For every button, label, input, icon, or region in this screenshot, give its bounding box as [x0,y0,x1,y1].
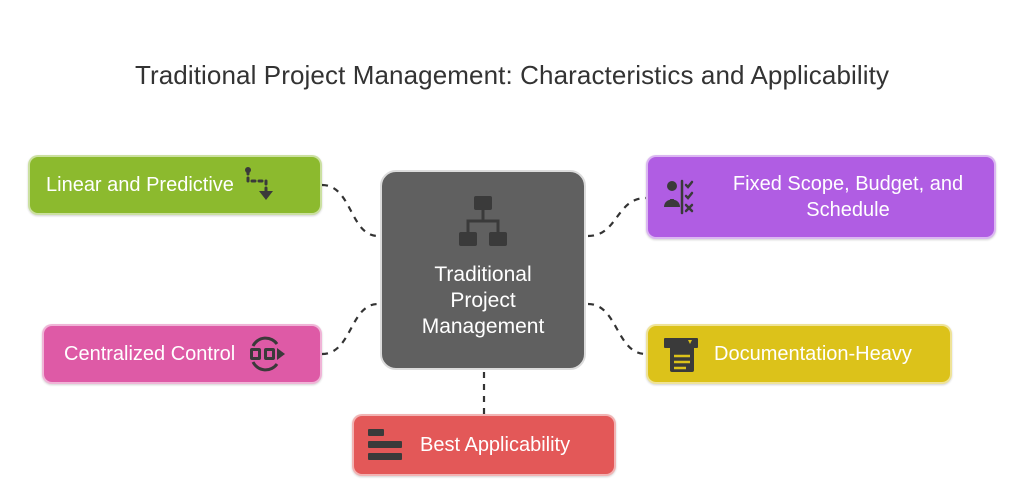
connector-linear [321,183,379,238]
node-applicability-label: Best Applicability [420,434,571,456]
document-icon [664,338,698,372]
node-documentation-heavy: Documentation-Heavy [646,324,952,384]
person-checklist-icon [664,179,694,215]
center-node: Traditional Project Management [380,170,586,370]
connector-documentation [587,302,647,356]
node-centralized-label: Centralized Control [64,343,236,365]
connector-centralized [321,302,379,356]
node-linear-label: Linear and Predictive [46,174,234,196]
node-fixed-label: Fixed Scope, Budget, and Schedule [732,173,964,221]
node-fixed-scope: Fixed Scope, Budget, and Schedule [646,155,996,239]
connector-fixed [587,196,647,238]
diagram-title: Traditional Project Management: Characte… [134,60,890,90]
path-arrow-icon [244,167,273,200]
node-linear-predictive: Linear and Predictive [28,155,322,215]
node-centralized-control: Centralized Control [42,324,322,384]
connected-nodes-icon [250,336,286,372]
node-best-applicability: Best Applicability [352,414,616,476]
hierarchy-icon [459,196,507,246]
center-label: Traditional Project Management [421,263,545,338]
bars-icon [368,429,402,460]
node-documentation-label: Documentation-Heavy [714,343,912,365]
